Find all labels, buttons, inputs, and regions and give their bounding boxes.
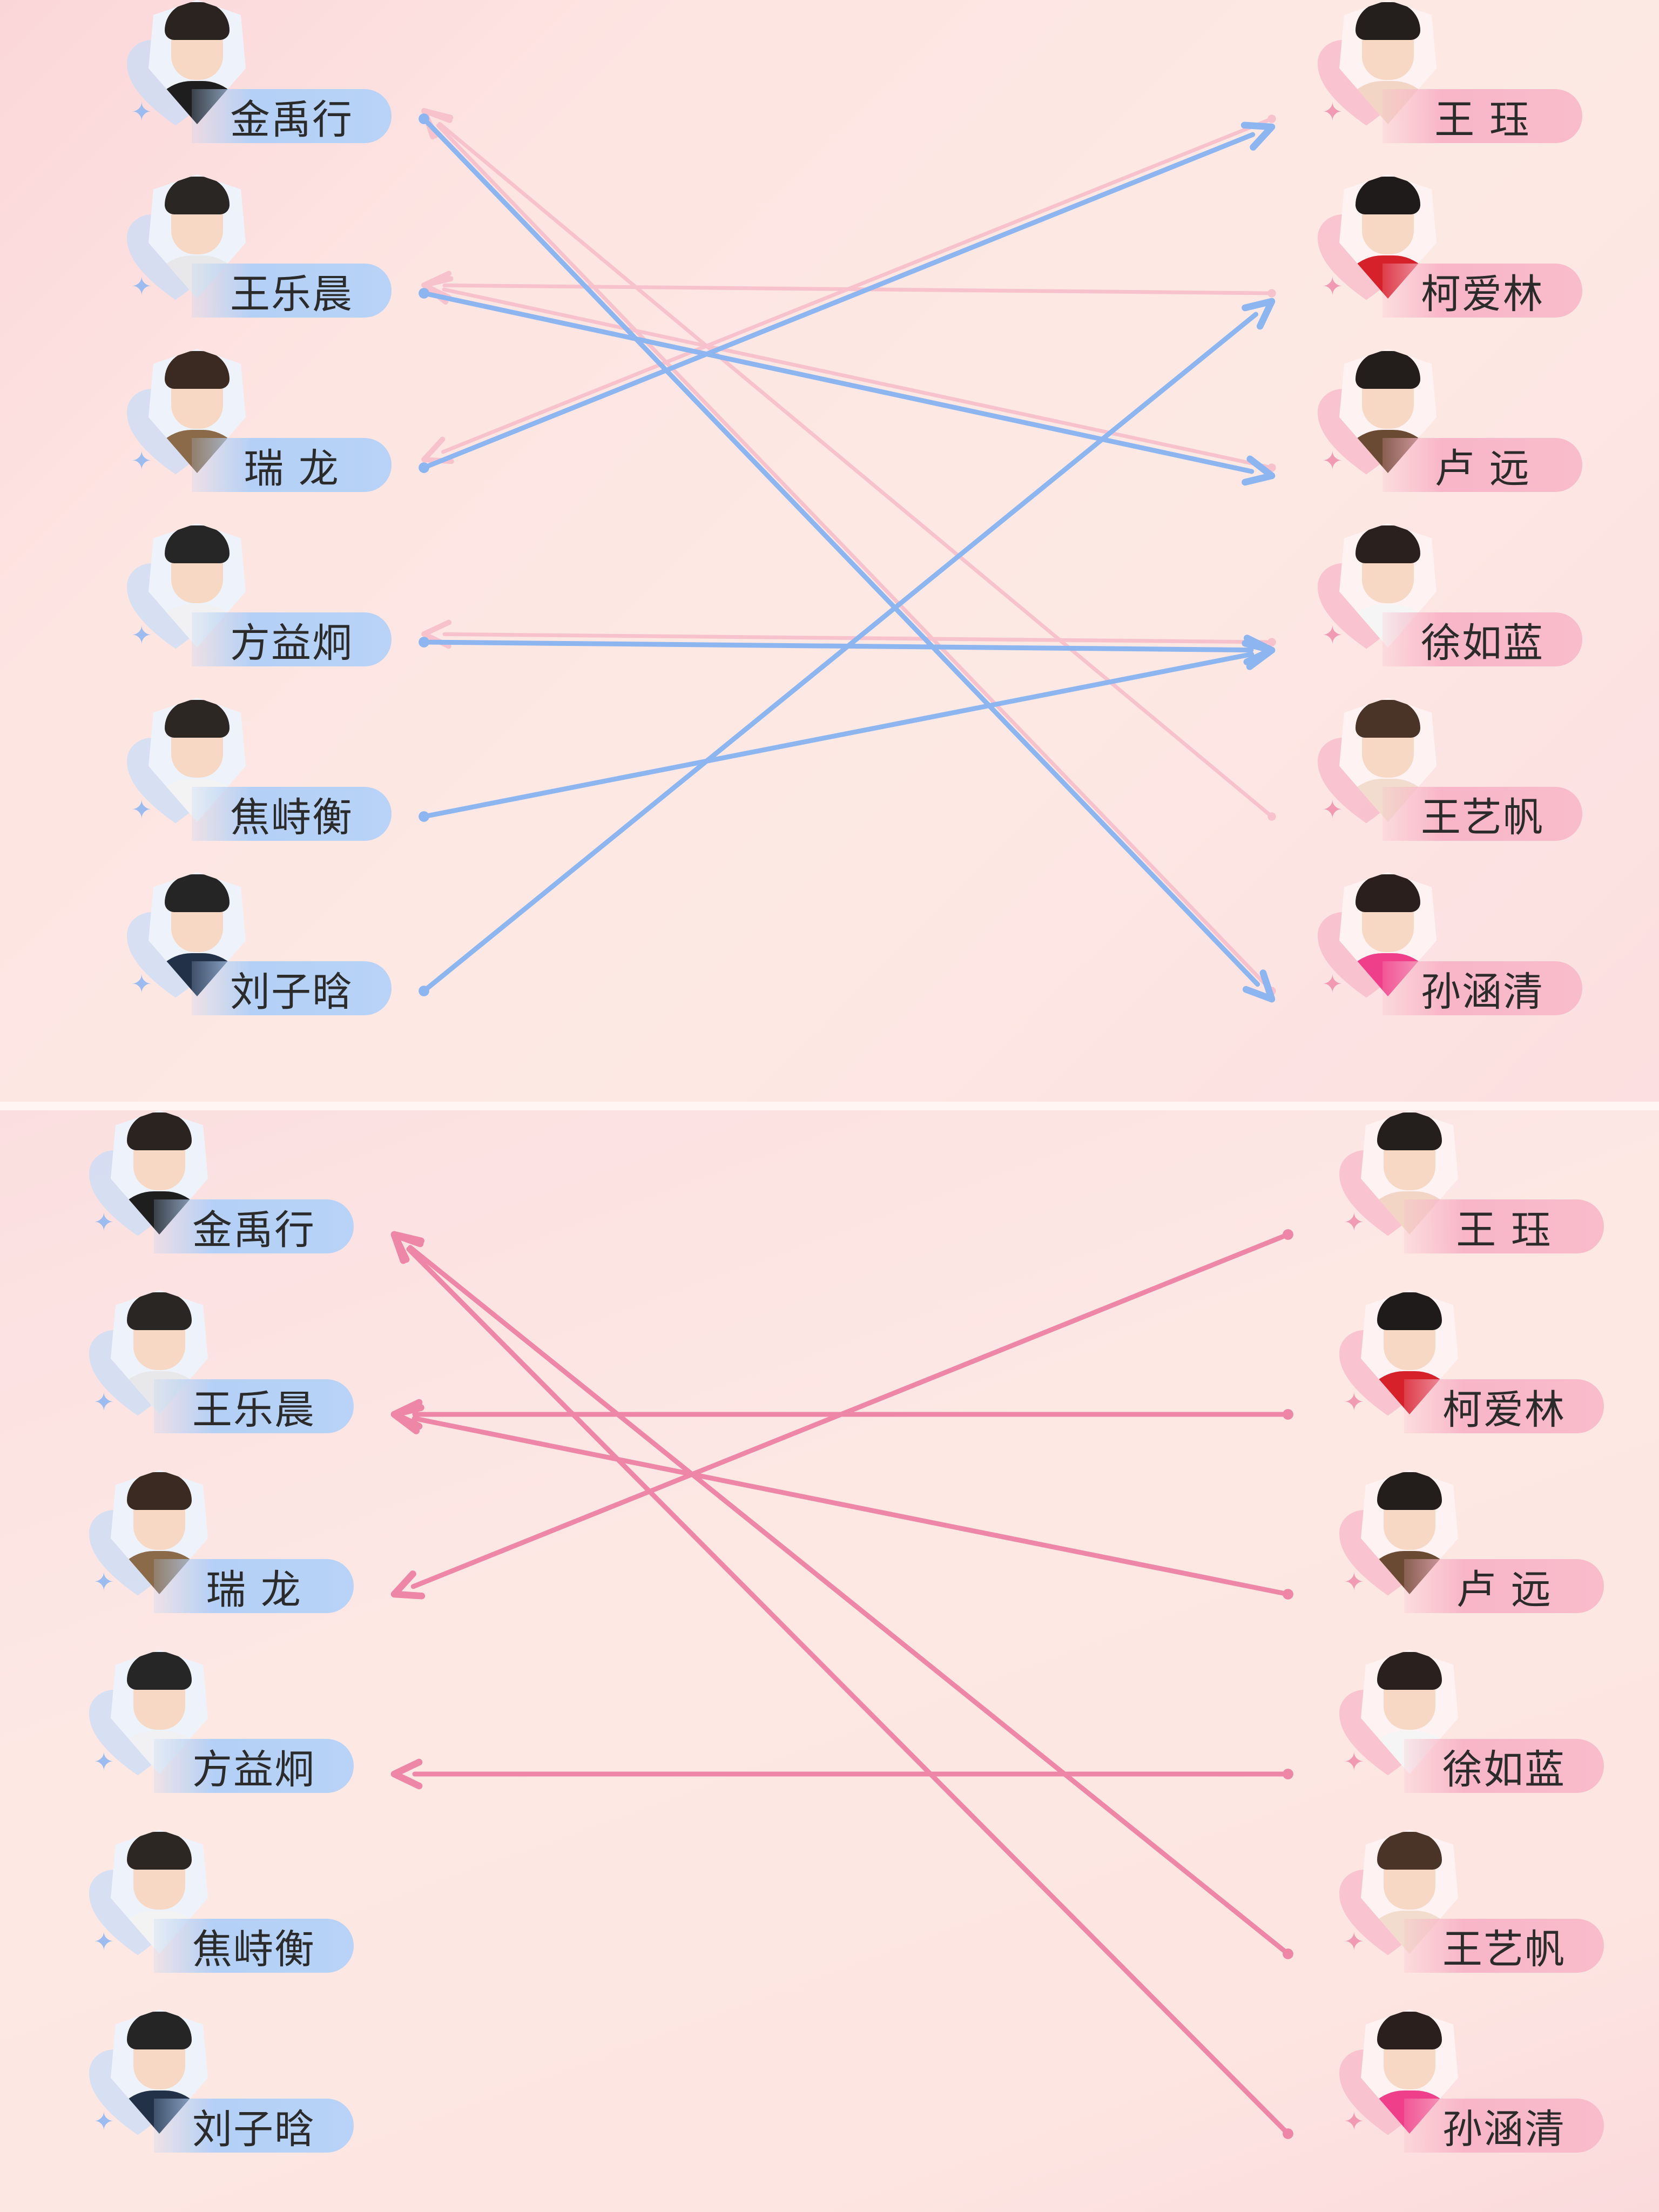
name-label: 孙涵清	[1404, 2099, 1604, 2153]
sparkle-icon: ✦	[1344, 1387, 1365, 1417]
name-label: 王 珏	[1382, 89, 1582, 143]
sparkle-icon: ✦	[131, 272, 152, 301]
sparkle-icon: ✦	[1344, 1927, 1365, 1956]
name-label: 金禹行	[192, 89, 392, 143]
name-label: 方益炯	[192, 612, 392, 666]
name-label: 卢 远	[1382, 438, 1582, 492]
name-label: 瑞 龙	[154, 1559, 354, 1613]
name-label: 孙涵清	[1382, 961, 1582, 1015]
sparkle-icon: ✦	[131, 969, 152, 999]
sparkle-icon: ✦	[1344, 1747, 1365, 1776]
sparkle-icon: ✦	[1344, 1208, 1365, 1237]
man-choice-arrow	[419, 122, 1276, 473]
woman-card[interactable]: ✦ 王艺帆	[1318, 698, 1599, 844]
sparkle-icon: ✦	[1344, 1567, 1365, 1596]
man-choice-arrow	[419, 288, 1276, 486]
sparkle-icon: ✦	[93, 1208, 114, 1237]
woman-choice-arrow	[390, 1231, 1293, 1959]
woman-choice-arrow	[390, 1231, 1293, 2139]
woman-card[interactable]: ✦ 徐如蓝	[1318, 523, 1599, 669]
woman-card[interactable]: ✦ 柯爱林	[1339, 1290, 1620, 1436]
name-label: 焦峙衡	[154, 1919, 354, 1973]
man-card[interactable]: ✦ 瑞 龙	[127, 349, 408, 495]
sparkle-icon: ✦	[131, 446, 152, 475]
name-label: 刘子晗	[154, 2099, 354, 2153]
woman-choice-arrow	[390, 1758, 1293, 1790]
man-card[interactable]: ✦ 王乐晨	[127, 174, 408, 320]
woman-card[interactable]: ✦ 柯爱林	[1318, 174, 1599, 320]
woman-card[interactable]: ✦ 孙涵清	[1318, 872, 1599, 1018]
sparkle-icon: ✦	[1322, 97, 1343, 126]
woman-card[interactable]: ✦ 王艺帆	[1339, 1830, 1620, 1975]
woman-choice-arrow	[421, 276, 1276, 472]
sparkle-icon: ✦	[93, 1747, 114, 1776]
woman-choice-arrow	[390, 1229, 1293, 1600]
sparkle-icon: ✦	[1344, 2107, 1365, 2136]
name-label: 徐如蓝	[1382, 612, 1582, 666]
woman-card[interactable]: ✦ 王 珏	[1318, 0, 1599, 146]
woman-card[interactable]: ✦ 王 珏	[1339, 1110, 1620, 1256]
woman-card[interactable]: ✦ 卢 远	[1318, 349, 1599, 495]
man-card[interactable]: ✦ 金禹行	[89, 1110, 370, 1256]
woman-choice-arrow	[390, 1404, 1293, 1600]
man-card[interactable]: ✦ 焦峙衡	[89, 1830, 370, 1975]
top-panel: ✦ 金禹行 ✦ 王乐晨 ✦ 瑞 龙 ✦ 方益炯 ✦ 焦峙衡 ✦ 刘子晗 ✦ 王 珏 ✦ 柯爱林 ✦ 卢 远 ✦ 徐如…	[0, 0, 1659, 1102]
name-label: 王艺帆	[1404, 1919, 1604, 1973]
name-label: 柯爱林	[1404, 1379, 1604, 1433]
man-choice-arrow	[419, 298, 1276, 996]
man-card[interactable]: ✦ 方益炯	[127, 523, 408, 669]
sparkle-icon: ✦	[131, 621, 152, 650]
man-choice-arrow	[419, 639, 1276, 822]
sparkle-icon: ✦	[93, 1387, 114, 1417]
name-label: 王乐晨	[154, 1379, 354, 1433]
man-card[interactable]: ✦ 焦峙衡	[127, 698, 408, 844]
name-label: 卢 远	[1404, 1559, 1604, 1613]
top-arrows	[419, 108, 1276, 1003]
man-card[interactable]: ✦ 王乐晨	[89, 1290, 370, 1436]
name-label: 瑞 龙	[192, 438, 392, 492]
man-card[interactable]: ✦ 瑞 龙	[89, 1470, 370, 1616]
sparkle-icon: ✦	[1322, 621, 1343, 650]
woman-card[interactable]: ✦ 卢 远	[1339, 1470, 1620, 1616]
name-label: 徐如蓝	[1404, 1739, 1604, 1793]
name-label: 王 珏	[1404, 1199, 1604, 1253]
woman-choice-arrow	[421, 108, 1276, 821]
sparkle-icon: ✦	[131, 795, 152, 824]
sparkle-icon: ✦	[93, 1927, 114, 1956]
sparkle-icon: ✦	[1322, 795, 1343, 824]
woman-card[interactable]: ✦ 孙涵清	[1339, 2009, 1620, 2155]
woman-choice-arrow	[421, 108, 1276, 995]
sparkle-icon: ✦	[1322, 272, 1343, 301]
sparkle-icon: ✦	[131, 97, 152, 126]
name-label: 金禹行	[154, 1199, 354, 1253]
woman-choice-arrow	[421, 271, 1276, 300]
man-card[interactable]: ✦ 方益炯	[89, 1650, 370, 1796]
bottom-arrows	[390, 1229, 1293, 2139]
sparkle-icon: ✦	[93, 2107, 114, 2136]
man-card[interactable]: ✦ 金禹行	[127, 0, 408, 146]
sparkle-icon: ✦	[1322, 446, 1343, 475]
woman-choice-arrow	[390, 1399, 1293, 1430]
name-label: 柯爱林	[1382, 264, 1582, 318]
name-label: 方益炯	[154, 1739, 354, 1793]
name-label: 王艺帆	[1382, 787, 1582, 841]
name-label: 刘子晗	[192, 961, 392, 1015]
woman-card[interactable]: ✦ 徐如蓝	[1339, 1650, 1620, 1796]
name-label: 王乐晨	[192, 264, 392, 318]
man-card[interactable]: ✦ 刘子晗	[89, 2009, 370, 2155]
name-label: 焦峙衡	[192, 787, 392, 841]
sparkle-icon: ✦	[93, 1567, 114, 1596]
man-card[interactable]: ✦ 刘子晗	[127, 872, 408, 1018]
bottom-panel: ✦ 金禹行 ✦ 王乐晨 ✦ 瑞 龙 ✦ 方益炯 ✦ 焦峙衡 ✦ 刘子晗 ✦ 王 珏 ✦ 柯爱林 ✦ 卢 远 ✦ 徐如…	[0, 1110, 1659, 2212]
panel-divider	[0, 1102, 1659, 1110]
sparkle-icon: ✦	[1322, 969, 1343, 999]
man-choice-arrow	[419, 113, 1276, 1003]
